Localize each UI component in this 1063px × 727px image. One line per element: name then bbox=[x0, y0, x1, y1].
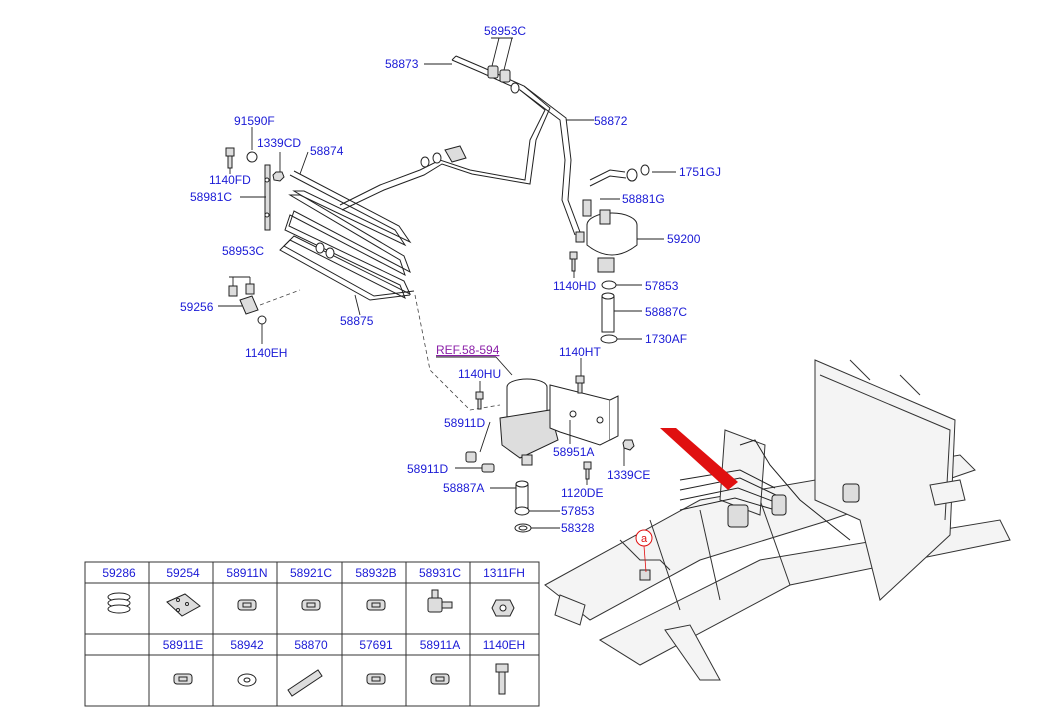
fitting-icon-58911A bbox=[430, 673, 450, 685]
label-58881G: 58881G bbox=[622, 192, 665, 206]
label-1140EH: 1140EH bbox=[245, 346, 287, 360]
label-1120DE: 1120DE bbox=[561, 486, 603, 500]
clip-91590F bbox=[246, 151, 258, 163]
clamp-57853-bot bbox=[514, 506, 530, 516]
label-58875: 58875 bbox=[340, 314, 374, 328]
tee-fitting-icon bbox=[427, 589, 453, 613]
clamp-1730AF bbox=[600, 334, 618, 344]
fittings-58953C-top bbox=[487, 65, 520, 94]
label-58911D-a: 58911D bbox=[444, 416, 485, 430]
label-1339CE: 1339CE bbox=[607, 468, 650, 482]
label-1140HU: 1140HU bbox=[458, 367, 501, 381]
label-91590F: 91590F bbox=[234, 114, 275, 128]
label-1140HT: 1140HT bbox=[559, 345, 601, 359]
vehicle-frame bbox=[544, 359, 1011, 681]
table-header-2-5: 58911A bbox=[420, 638, 460, 652]
hose-icon-58870 bbox=[287, 669, 323, 697]
pipe-58873 bbox=[339, 55, 551, 211]
bolt-1140HT bbox=[575, 375, 585, 394]
label-57853-bot: 57853 bbox=[561, 504, 595, 518]
label-58887A: 58887A bbox=[443, 481, 484, 495]
table-header-2-2: 58942 bbox=[230, 638, 264, 652]
table-header-1-7: 1311FH bbox=[483, 566, 525, 580]
table-header-2-6: 1140EH bbox=[483, 638, 525, 652]
cooling-coil bbox=[279, 170, 415, 301]
label-1751GJ: 1751GJ bbox=[679, 165, 721, 179]
table-header-1-1: 59286 bbox=[102, 566, 136, 580]
fitting-58911D-a bbox=[465, 451, 477, 463]
circle-a-marker: a bbox=[635, 529, 653, 573]
fitting-icon-58911E bbox=[173, 673, 193, 685]
fitting-icon-58921C bbox=[301, 599, 321, 611]
label-58328: 58328 bbox=[561, 521, 595, 535]
label-1140FD: 1140FD bbox=[209, 173, 251, 187]
gasket-plate-icon bbox=[166, 593, 201, 617]
bracket-59256 bbox=[228, 283, 267, 325]
nut-icon-1311FH bbox=[491, 599, 515, 617]
label-1140HD: 1140HD bbox=[553, 279, 596, 293]
callout-labels: 58953C 58873 58872 91590F 1339CD 58874 1… bbox=[180, 24, 721, 535]
fitting-58911D-b bbox=[481, 463, 495, 473]
table-header-1-4: 58921C bbox=[290, 566, 332, 580]
pipe-58872 bbox=[519, 85, 581, 236]
label-59256: 59256 bbox=[180, 300, 214, 314]
label-58874: 58874 bbox=[310, 144, 344, 158]
red-callout-arrow bbox=[660, 428, 738, 490]
table-header-2-4: 57691 bbox=[359, 638, 393, 652]
spring-ring-icon bbox=[107, 592, 131, 614]
label-1730AF: 1730AF bbox=[645, 332, 687, 346]
label-58951A: 58951A bbox=[553, 445, 594, 459]
label-59200: 59200 bbox=[667, 232, 701, 246]
nut-1339CE bbox=[622, 439, 635, 451]
nut-1339CD bbox=[272, 171, 285, 182]
bracket-58981C bbox=[264, 164, 271, 231]
clamp-57853-top bbox=[601, 280, 617, 290]
label-57853-top: 57853 bbox=[645, 279, 679, 293]
bolt-1140HD bbox=[569, 251, 578, 272]
bracket-58951A bbox=[549, 384, 619, 446]
table-header-2-1: 58911E bbox=[163, 638, 203, 652]
label-58872: 58872 bbox=[594, 114, 628, 128]
label-58887C: 58887C bbox=[645, 305, 687, 319]
label-58981C: 58981C bbox=[190, 190, 232, 204]
label-58953C-mid: 58953C bbox=[222, 244, 264, 258]
fitting-icon-58911N bbox=[237, 599, 257, 611]
bolt-1140FD bbox=[225, 147, 235, 169]
hose-58887A bbox=[515, 480, 529, 509]
reference-label: REF.58-594 bbox=[436, 343, 500, 357]
valve-assembly bbox=[499, 378, 559, 466]
leader-lines bbox=[218, 37, 676, 529]
label-58873: 58873 bbox=[385, 57, 419, 71]
washer-icon-58942 bbox=[237, 673, 257, 687]
label-58953C-top: 58953C bbox=[484, 24, 526, 38]
table-header-1-6: 58931C bbox=[419, 566, 461, 580]
fittings-elbow-58874 bbox=[420, 145, 467, 168]
table-header-2-3: 58870 bbox=[294, 638, 328, 652]
washer-58328 bbox=[514, 523, 532, 533]
dryer-59200 bbox=[575, 164, 650, 273]
fitting-icon-57691 bbox=[366, 673, 386, 685]
table-header-1-2: 59254 bbox=[166, 566, 200, 580]
leader-coil-to-valve bbox=[259, 289, 501, 411]
bolt-icon-1140EH bbox=[495, 663, 509, 695]
circle-a-label: a bbox=[641, 533, 648, 545]
bolt-1120DE bbox=[583, 461, 592, 480]
fitting-icon-58932B bbox=[366, 599, 386, 611]
bolt-1140HU bbox=[475, 391, 484, 410]
table-header-1-3: 58911N bbox=[226, 566, 267, 580]
label-58911D-b: 58911D bbox=[407, 462, 448, 476]
label-1339CD: 1339CD bbox=[257, 136, 301, 150]
hose-58887C bbox=[601, 292, 615, 333]
table-header-1-5: 58932B bbox=[355, 566, 396, 580]
parts-table: 59286 59254 58911N 58921C 58932B 58931C … bbox=[84, 561, 540, 707]
